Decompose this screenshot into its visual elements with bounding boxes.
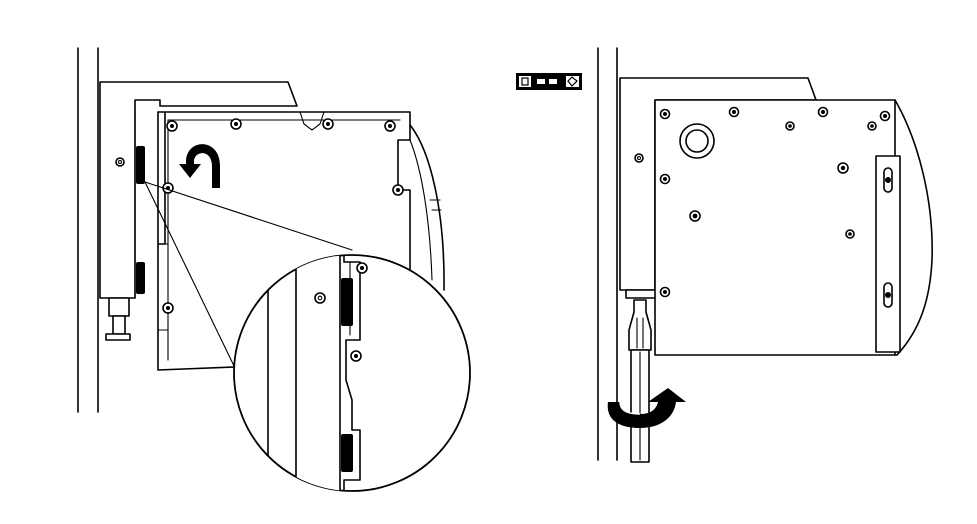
spirit-level-icon <box>516 73 582 90</box>
magnified-latch-detail <box>233 254 471 492</box>
latch-tab-lower <box>136 262 145 294</box>
screwdriver-icon <box>628 299 652 463</box>
wall-lines <box>597 47 618 461</box>
mounting-bracket <box>99 81 298 341</box>
left-panel <box>77 47 471 492</box>
latch-tab-upper <box>341 278 353 326</box>
rail-slot-screws <box>883 167 893 308</box>
rotate-ccw-arrow-icon <box>179 144 220 188</box>
unit-body <box>654 99 933 356</box>
latch-tab-lower <box>341 434 353 472</box>
latch-tab-upper <box>136 146 145 184</box>
right-panel <box>516 47 933 463</box>
knockout-hole <box>679 123 715 159</box>
bracket-screw-hole <box>634 153 644 163</box>
unit-screws <box>659 106 891 298</box>
rotate-arrow-icon <box>607 388 686 428</box>
bracket-screw-hole <box>115 157 125 167</box>
wall-lines <box>77 47 99 413</box>
bracket-screw-hole <box>314 292 326 304</box>
magnifier-callout <box>144 181 353 369</box>
